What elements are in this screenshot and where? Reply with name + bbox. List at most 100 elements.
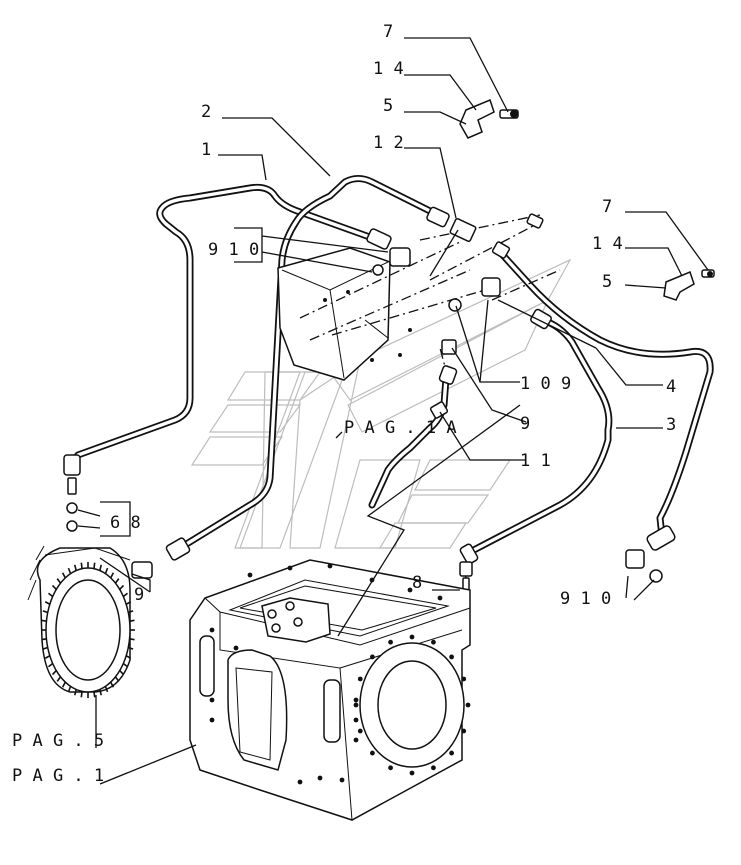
gear-tooth (41, 638, 47, 641)
label-12: 1 2 (373, 133, 404, 153)
fittings (63, 206, 676, 593)
gear-tooth (99, 689, 103, 696)
label-8: 8 (412, 573, 422, 593)
bolt-hole (461, 676, 467, 682)
gear-tooth (56, 578, 62, 584)
ring-gear (27, 545, 135, 698)
bolt-hole (353, 702, 359, 708)
bolt-hole (461, 728, 467, 734)
gear-tooth (93, 691, 96, 698)
gear-tooth (114, 578, 120, 584)
bolt-hole (317, 775, 323, 781)
label-2: 2 (201, 102, 211, 122)
pipe-1 (68, 183, 382, 467)
gear-tooth (67, 567, 72, 574)
bolt-hole (297, 779, 303, 785)
bolt-hole (209, 717, 215, 723)
bolt-hole (209, 627, 215, 633)
gear-tooth (42, 646, 48, 650)
label-10-9: 1 0 9 (520, 374, 571, 394)
gear-tooth (73, 689, 77, 696)
bolt-hole (409, 770, 415, 776)
gear-tooth (80, 562, 83, 569)
gear-tooth (110, 681, 115, 688)
gear-tooth (104, 567, 109, 574)
bolt-hole (353, 737, 359, 743)
gear-tooth (47, 592, 54, 598)
label-pag-1: P A G . 1 (12, 766, 104, 786)
bolt-hole (233, 645, 239, 651)
gearbox-housing (189, 559, 471, 821)
gear-tooth (104, 686, 109, 693)
label-1: 1 (201, 140, 211, 160)
gear-tooth (128, 610, 134, 614)
gear-tooth (119, 670, 125, 676)
gear-tooth (47, 662, 54, 668)
clip-lower (663, 269, 715, 301)
gear-tooth (73, 564, 77, 571)
gear-tooth (110, 572, 115, 579)
gear-tooth (128, 646, 134, 650)
label-9-10-right: 9 1 0 (560, 589, 611, 609)
gear-tooth (114, 676, 120, 682)
bolt-hole (209, 697, 215, 703)
gear-tooth (41, 619, 47, 622)
bolt-hole (449, 750, 454, 756)
bolt-hole (339, 777, 345, 783)
bolt-hole (465, 702, 471, 708)
bolt-hole (388, 639, 393, 645)
bolt-hole (388, 765, 393, 771)
pipe-4 (496, 248, 714, 540)
gear-tooth (99, 564, 103, 571)
label-5-right: 5 (602, 272, 612, 292)
gear-tooth (56, 676, 62, 682)
bolt-hole (449, 654, 454, 660)
gear-tooth (80, 691, 83, 698)
label-9-10-left: 9 1 0 (208, 240, 259, 260)
gear-tooth (51, 584, 57, 590)
bolt-hole (327, 563, 333, 569)
label-5-top: 5 (383, 96, 393, 116)
bolt-hole (431, 765, 436, 771)
clip-upper (459, 98, 519, 139)
pipe-3 (466, 316, 613, 556)
centre-lines (299, 214, 561, 601)
leader-lines (77, 37, 709, 785)
label-14-top: 1 4 (373, 59, 404, 79)
gear-tooth (51, 670, 57, 676)
label-3: 3 (666, 415, 676, 435)
gear-tooth (119, 584, 125, 590)
bolt-hole (357, 676, 363, 682)
gear-tooth (67, 686, 72, 693)
pipe-2 (176, 175, 436, 552)
gear-tooth (44, 601, 51, 605)
label-7-right: 7 (602, 197, 612, 217)
gear-tooth (125, 655, 132, 659)
label-6-8: 6 8 (110, 513, 141, 533)
label-9-mid: 9 (520, 414, 530, 434)
bolt-hole (353, 717, 359, 723)
bolt-hole (247, 572, 253, 578)
gear-tooth (122, 662, 129, 668)
bolt-hole (370, 654, 375, 660)
gear-tooth (61, 681, 66, 688)
label-7-top: 7 (383, 22, 393, 42)
gear-tooth (129, 638, 135, 641)
bolt-hole (437, 595, 443, 601)
gear-tooth (93, 562, 96, 569)
gear-tooth (125, 601, 132, 605)
valve-block (277, 247, 412, 381)
gear-tooth (61, 572, 66, 579)
gear-tooth (42, 610, 48, 614)
bolt-hole (357, 728, 363, 734)
label-14-right: 1 4 (592, 234, 623, 254)
label-9-left: 9 (134, 585, 144, 605)
gear-tooth (129, 619, 135, 622)
label-4: 4 (666, 377, 676, 397)
callout-labels: 7 1 4 5 1 2 2 1 9 1 0 7 1 4 5 4 3 1 0 9 … (12, 22, 676, 786)
bolt-hole (353, 697, 359, 703)
label-11: 1 1 (520, 451, 551, 471)
bolt-hole (409, 634, 415, 640)
